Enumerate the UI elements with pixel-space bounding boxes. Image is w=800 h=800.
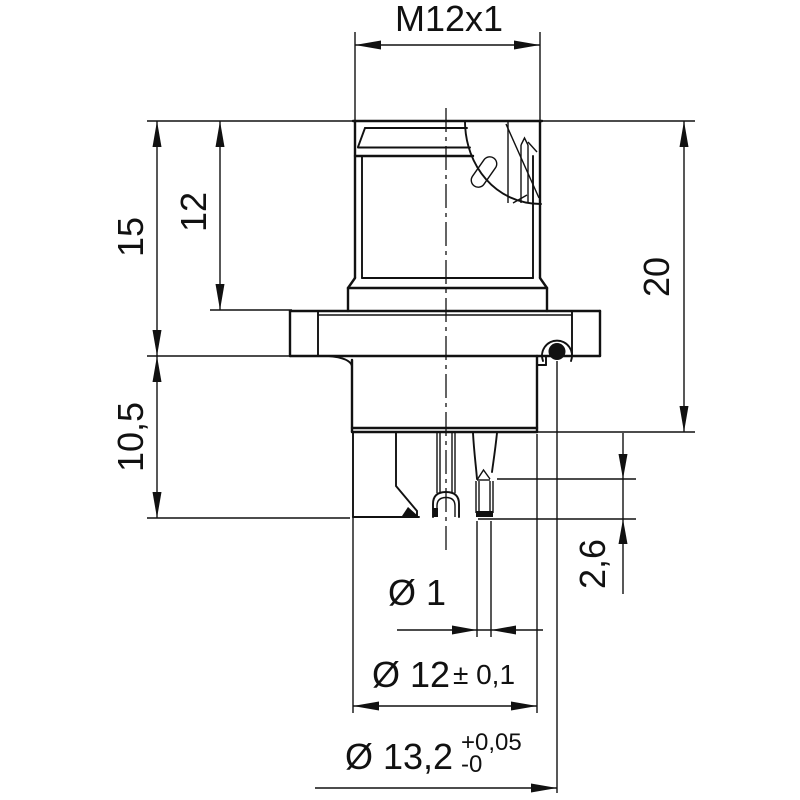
dim-dia-12: Ø 12 ± 0,1 xyxy=(353,654,537,711)
dim-label-12: 12 xyxy=(173,192,214,232)
dim-label-dia-12: Ø 12 xyxy=(372,654,450,695)
o-ring-groove-arc xyxy=(541,339,573,362)
section-break-arc xyxy=(464,120,542,205)
dim-label-dia-13-2-tol-minus: -0 xyxy=(461,751,482,778)
dim-20: 20 xyxy=(636,121,689,432)
dim-15: 15 xyxy=(110,121,162,356)
dim-dia-1: Ø 1 xyxy=(388,572,543,635)
dim-label-15: 15 xyxy=(110,217,151,257)
flange xyxy=(288,309,602,367)
dim-label-dia-1: Ø 1 xyxy=(388,572,446,613)
extension-lines xyxy=(147,32,695,793)
dim-10-5: 10,5 xyxy=(110,356,162,518)
dim-label-thread: M12x1 xyxy=(395,0,503,39)
thread-section-detail xyxy=(464,120,542,205)
mid-cylinder xyxy=(350,354,539,434)
dim-label-dia-13-2-tol-plus: +0,05 xyxy=(461,729,522,756)
dim-label-dia-12-tol: ± 0,1 xyxy=(453,659,515,690)
right-contact xyxy=(472,432,498,517)
dim-label-20: 20 xyxy=(636,257,677,297)
dim-2-6: 2,6 xyxy=(572,433,628,594)
keyway-slot xyxy=(470,156,498,188)
o-ring-section-dot xyxy=(548,343,566,360)
dim-thread: M12x1 xyxy=(355,0,540,50)
dim-label-dia-13-2: Ø 13,2 xyxy=(345,736,453,777)
dim-label-2-6: 2,6 xyxy=(572,539,613,589)
contact-pins xyxy=(352,431,498,518)
o-ring-seal xyxy=(536,339,573,366)
center-contact xyxy=(432,433,460,518)
dim-12: 12 xyxy=(173,121,225,310)
connector-body xyxy=(288,119,602,434)
dim-dia-13-2: Ø 13,2 +0,05 -0 xyxy=(315,729,557,793)
dim-label-10-5: 10,5 xyxy=(110,402,151,472)
